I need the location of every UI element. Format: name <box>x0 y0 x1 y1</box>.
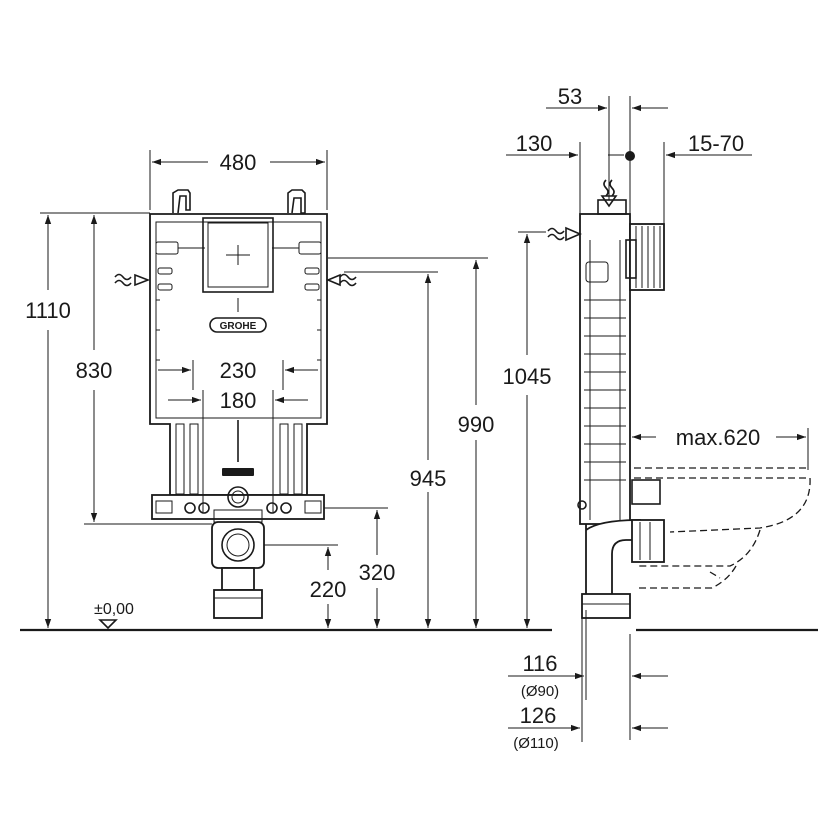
label-130: 130 <box>516 131 553 156</box>
label-max-620: max.620 <box>676 425 760 450</box>
label-diameter-110: (Ø110) <box>513 735 559 752</box>
dim-width-480: 480 <box>149 150 328 210</box>
floor-level-marker: ±0,00 <box>94 601 134 630</box>
dim-spacing-180: 180 <box>168 388 308 512</box>
label-1045: 1045 <box>503 364 552 389</box>
water-inlet-left-icon <box>114 273 151 287</box>
label-320: 320 <box>359 560 396 585</box>
dim-depth-130: 130 <box>506 131 581 214</box>
side-frame <box>579 213 631 525</box>
water-inlet-icon <box>547 226 583 242</box>
water-inlet-right-icon <box>325 273 357 287</box>
flush-plate-opening <box>202 217 274 293</box>
front-view: GROHE <box>25 150 495 630</box>
dim-drain-126: 126 (Ø110) <box>508 618 668 752</box>
dim-height-830: 830 <box>76 215 212 525</box>
frame-details <box>155 221 322 495</box>
label-1110: 1110 <box>25 298 71 323</box>
dim-height-220: 220 <box>264 544 347 628</box>
label-126: 126 <box>520 703 557 728</box>
dim-height-1045: 1045 <box>503 231 552 628</box>
floor-level-triangle-icon <box>98 619 118 630</box>
label-15-70: 15-70 <box>688 131 744 156</box>
dim-offset-53: 53 <box>546 84 668 214</box>
dim-spacing-230: 230 <box>158 358 318 390</box>
side-view: 53 130 15-70 1045 max.620 <box>503 84 811 752</box>
floor-level-label: ±0,00 <box>94 601 134 618</box>
label-830: 830 <box>76 358 113 383</box>
drain-elbow <box>211 521 265 619</box>
label-480: 480 <box>220 150 257 175</box>
label-diameter-90: (Ø90) <box>521 683 559 700</box>
dim-height-990: 990 <box>328 257 495 628</box>
label-990: 990 <box>458 412 495 437</box>
dim-height-945: 945 <box>344 271 447 628</box>
grohe-logo: GROHE <box>209 317 267 333</box>
bottom-bracket <box>151 486 325 523</box>
top-mounting-tabs <box>172 189 306 214</box>
dim-wall-15-70: 15-70 <box>608 131 752 224</box>
label-53: 53 <box>558 84 582 109</box>
side-drain-bend <box>581 479 665 619</box>
label-945: 945 <box>410 466 447 491</box>
dim-drain-116: 116 (Ø90) <box>508 610 668 740</box>
label-180: 180 <box>220 388 257 413</box>
wall-thread <box>625 223 665 291</box>
bowl-outline <box>634 467 811 589</box>
label-116: 116 <box>522 651 557 676</box>
logo-text: GROHE <box>220 321 257 332</box>
label-230: 230 <box>220 358 257 383</box>
dim-height-1110: 1110 <box>25 212 150 628</box>
dim-projection-620: max.620 <box>632 425 809 470</box>
dim-height-320: 320 <box>324 507 396 628</box>
label-220: 220 <box>310 577 347 602</box>
side-frame-details <box>577 240 626 520</box>
